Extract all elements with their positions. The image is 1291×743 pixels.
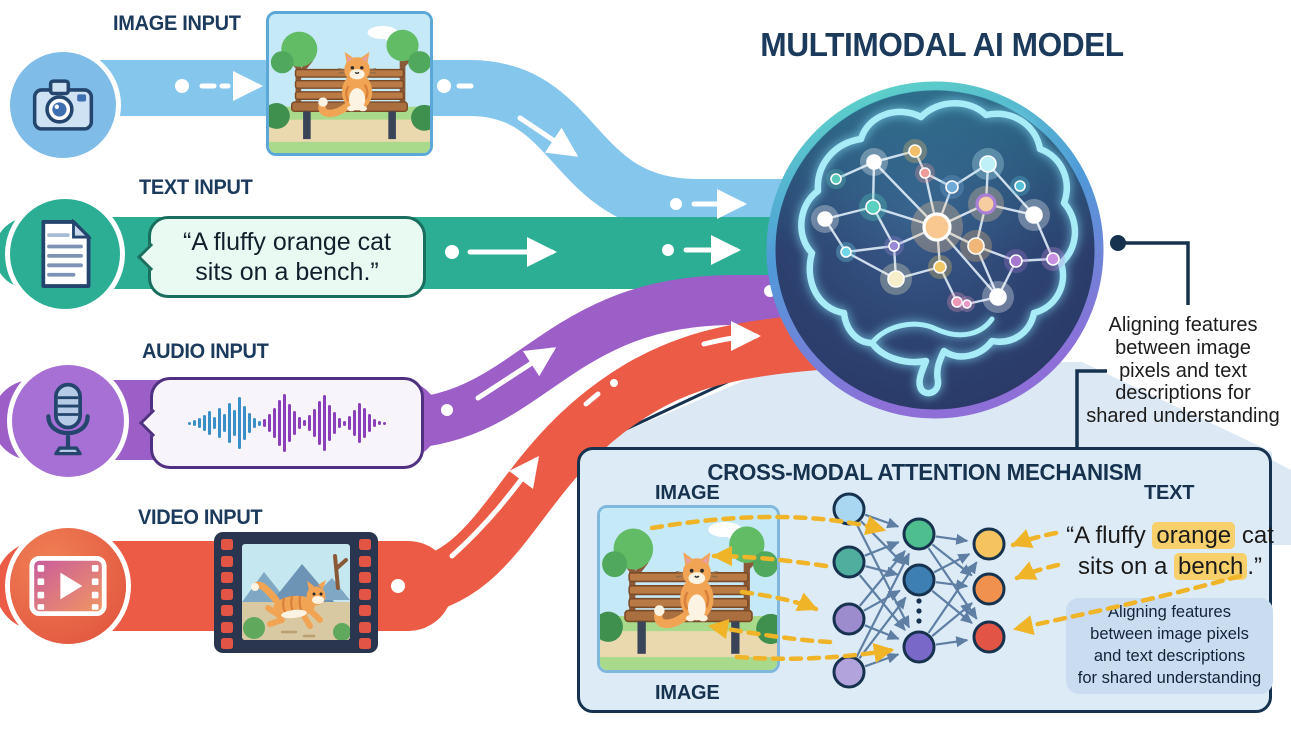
brain-neural-network [811,139,1065,313]
image-input-circle [10,52,116,158]
text-quote-bubble: “A fluffy orange cat sits on a bench.” [136,216,426,298]
video-input-circle [10,528,126,644]
cross-modal-attention-box: CROSS-MODAL ATTENTION MECHANISM IMAGE IM… [577,447,1274,713]
highlight-bench: bench [1173,553,1248,581]
image-input-label: IMAGE INPUT [113,12,241,35]
audio-input-label: AUDIO INPUT [142,340,269,363]
image-input-thumbnail [266,11,433,156]
video-input-label: VIDEO INPUT [138,506,263,529]
audio-waveform-bubble [138,377,424,469]
text-label: TEXT [1144,482,1195,504]
document-icon [41,218,92,288]
cat-park-illustration [269,14,430,153]
film-icon [29,556,107,616]
cat-park-illustration [600,508,777,670]
image-label-bottom: IMAGE [655,682,720,704]
attention-quote: “A fluffy orange cat sits on a bench.” [1066,522,1274,581]
camera-icon [32,79,94,131]
attention-box-title: CROSS-MODAL ATTENTION MECHANISM [707,459,1142,485]
highlight-orange: orange [1152,522,1236,549]
running-cat-illustration [242,544,350,640]
multimodal-brain [766,81,1104,419]
video-filmstrip [214,532,378,653]
brain-outline [798,100,1079,397]
attention-caption: Aligning features between image pixels a… [1066,598,1273,694]
text-input-label: TEXT INPUT [139,176,253,199]
alignment-annotation: Aligning features between image pixels a… [1086,314,1280,428]
text-input-circle [10,199,120,309]
running-cat-frame [242,544,350,640]
text-input-quote: “A fluffy orange cat sits on a bench.” [183,227,391,287]
microphone-icon [46,382,90,456]
attention-image-thumbnail [597,505,780,673]
audio-waveform [188,391,386,455]
image-label-top: IMAGE [655,482,720,504]
filmstrip-holes-right [359,539,371,649]
filmstrip-holes-left [221,539,233,649]
model-title: MULTIMODAL AI MODEL [760,26,1124,63]
audio-input-circle [12,365,124,477]
